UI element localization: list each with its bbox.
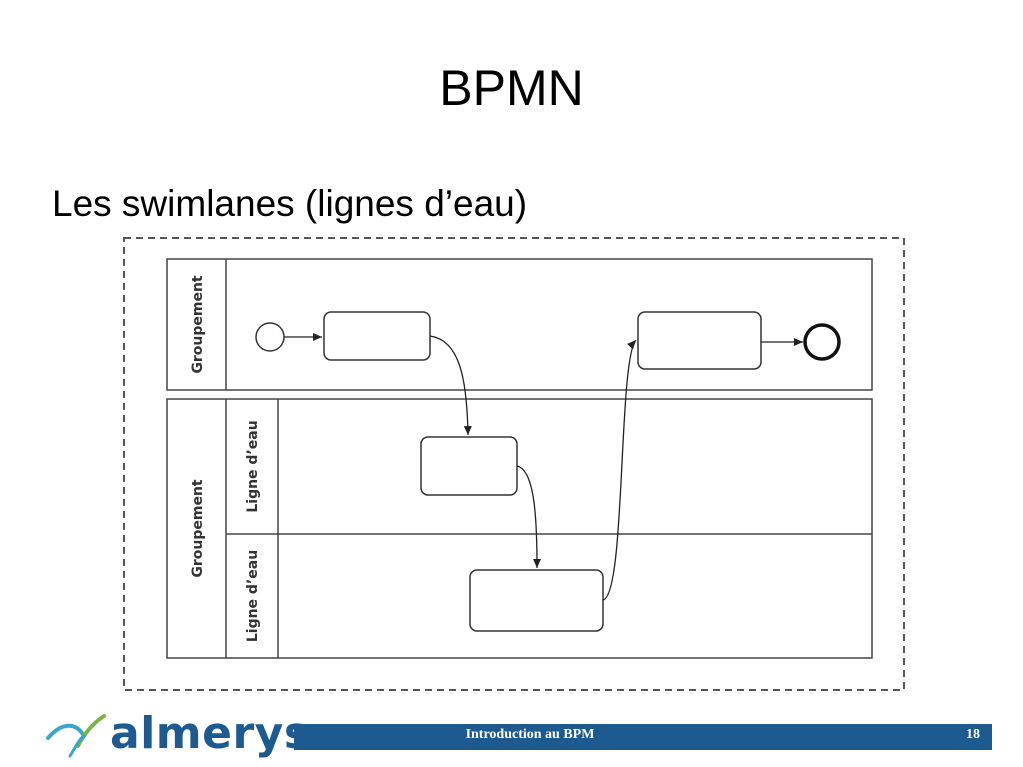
dashed-frame: [123, 237, 905, 691]
almerys-logo-text: almerys: [110, 708, 311, 759]
bottom-pool-label: Groupement: [190, 479, 206, 578]
footer-presentation-title: Introduction au BPM: [465, 727, 595, 742]
task-1: [323, 311, 431, 361]
almerys-logo-icon: [46, 714, 106, 758]
sequence-flow: [516, 465, 541, 569]
task-3: [469, 569, 604, 632]
task-2: [420, 436, 518, 496]
start-event: [255, 322, 285, 352]
end-event: [803, 323, 841, 361]
slide-title: BPMN: [439, 60, 584, 116]
sequence-flow: [602, 339, 637, 601]
task-4: [637, 311, 762, 370]
sequence-flow: [429, 335, 472, 436]
lane-label: Ligne d’eau: [245, 550, 261, 642]
lane-label: Ligne d’eau: [245, 420, 261, 512]
slide-subtitle: Les swimlanes (lignes d’eau): [52, 183, 528, 224]
page-number: 18: [966, 727, 980, 742]
top-pool-label: Groupement: [190, 275, 206, 374]
footer-bar: [294, 724, 992, 750]
